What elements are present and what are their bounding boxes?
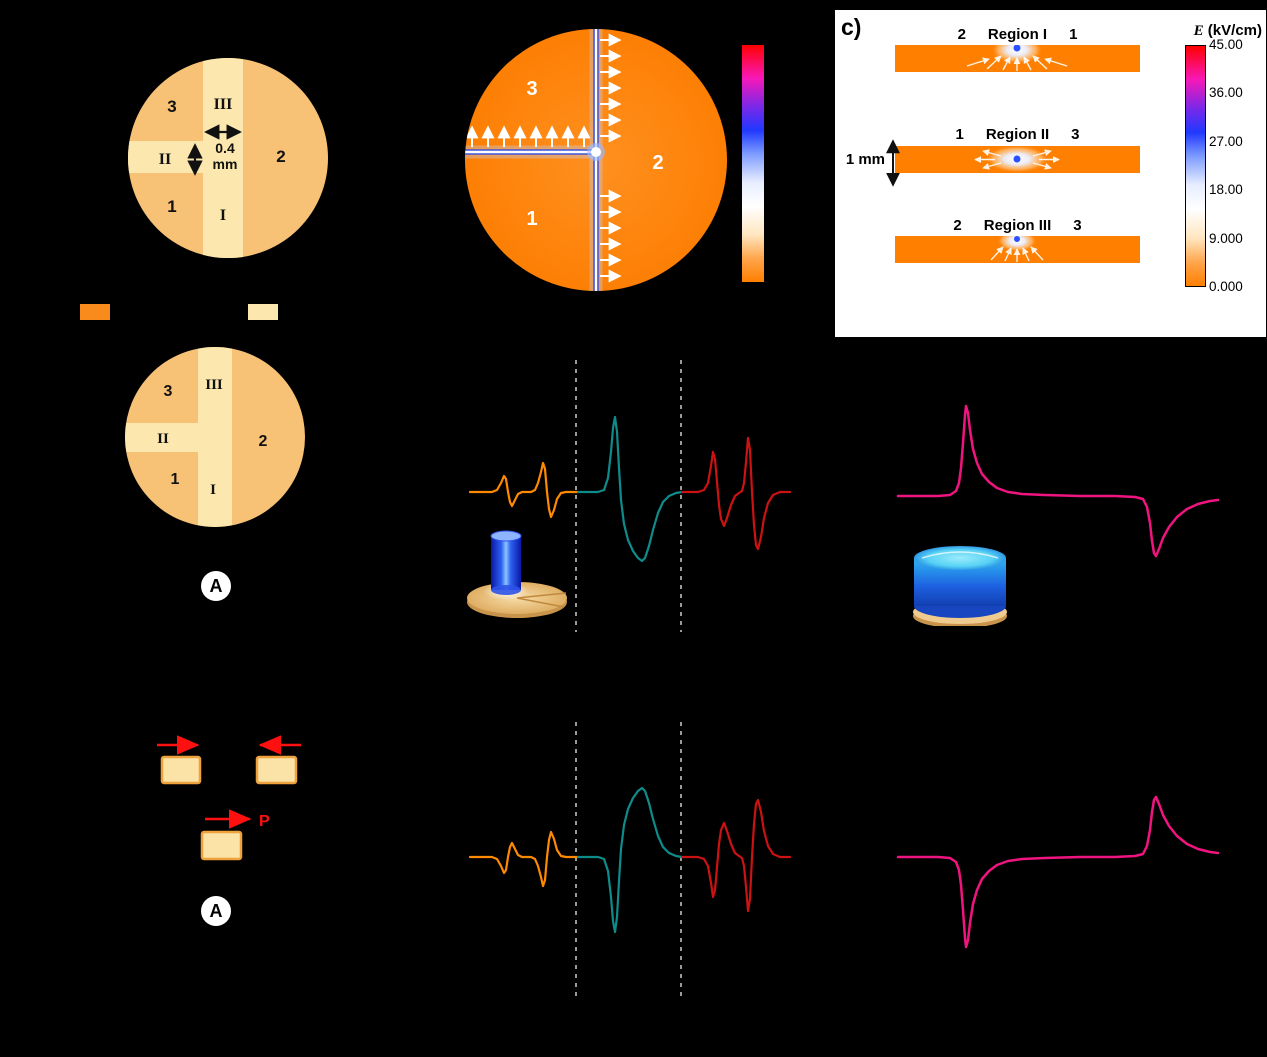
strip-1-right-num: 1 bbox=[1069, 26, 1078, 43]
region-III-label: III bbox=[205, 377, 223, 393]
cylinder-top bbox=[490, 530, 522, 542]
scale-unit: mm bbox=[213, 156, 238, 172]
strip-3-left-num: 2 bbox=[953, 217, 962, 234]
region-3-label: 3 bbox=[167, 97, 176, 116]
region-1-label: 1 bbox=[167, 197, 176, 216]
panel-field-simulation: 3 2 1 bbox=[465, 29, 727, 291]
sim-region-1-label: 1 bbox=[526, 208, 537, 230]
region-III-field-map bbox=[895, 236, 1140, 263]
strip-2-title: 1 Region II 3 bbox=[895, 126, 1140, 143]
blue-cylinder-top bbox=[914, 546, 1006, 570]
field-hotspot bbox=[1013, 45, 1021, 52]
field-symbol: E bbox=[1193, 23, 1204, 39]
strip-thickness-label: 1 mm bbox=[845, 151, 885, 168]
region-I-label: I bbox=[220, 207, 226, 224]
colorbar-tick-27: 27.00 bbox=[1209, 134, 1243, 149]
inset-full-disk-render bbox=[913, 546, 1007, 626]
region-2-label: 2 bbox=[276, 147, 285, 166]
field-arrows bbox=[990, 246, 1044, 262]
cylinder-body bbox=[491, 536, 521, 590]
strip-2-name: Region II bbox=[985, 126, 1050, 143]
thickness-scale-arrow bbox=[886, 139, 900, 187]
field-arrows bbox=[966, 55, 1068, 71]
region-2-label: 2 bbox=[259, 433, 268, 450]
strip-2-right-num: 3 bbox=[1071, 126, 1080, 143]
region-2-spectrum bbox=[576, 415, 684, 563]
disk-sector-cuts bbox=[516, 592, 567, 608]
strip-3-title: 2 Region III 3 bbox=[895, 217, 1140, 234]
region-3-spectrum-poled bbox=[680, 798, 792, 913]
strip-1-left-num: 2 bbox=[957, 26, 966, 43]
disk-regions bbox=[128, 58, 328, 258]
inset-sample-cylinder-render bbox=[467, 530, 567, 618]
strip-3-name: Region III bbox=[983, 217, 1052, 234]
colorbar-tick-9: 9.000 bbox=[1209, 231, 1243, 246]
region-3-label: 3 bbox=[164, 383, 173, 400]
colorbar-tick-45: 45.00 bbox=[1209, 37, 1243, 52]
panel-c-cross-sections: c) 2 Region I 1 1 Region II 3 bbox=[835, 10, 1266, 337]
region-1-label: 1 bbox=[171, 471, 180, 488]
sim-region-3-label: 3 bbox=[526, 78, 537, 100]
field-hotspot bbox=[1014, 236, 1020, 242]
region-II-label: II bbox=[159, 151, 171, 168]
region-3-spectrum bbox=[680, 436, 792, 551]
region-III-label: III bbox=[214, 96, 233, 113]
colorbar-tick-0: 0.000 bbox=[1209, 279, 1243, 294]
polarization-arrows bbox=[465, 33, 622, 283]
colorbar-title: E (kV/cm) bbox=[1082, 22, 1262, 40]
region-I-label: I bbox=[210, 482, 216, 498]
legend-swatch-orange bbox=[80, 304, 110, 320]
axis-letter: A bbox=[209, 575, 223, 596]
field-units: (kV/cm) bbox=[1203, 22, 1262, 39]
region-II-label: II bbox=[157, 431, 169, 447]
region-II-field-map bbox=[895, 146, 1140, 173]
colorbar-field bbox=[1185, 45, 1206, 287]
sim-region-2-label: 2 bbox=[652, 152, 663, 174]
scale-value: 0.4 bbox=[215, 140, 235, 156]
strip-1-name: Region I bbox=[987, 26, 1048, 43]
axis-letter: A bbox=[209, 900, 223, 921]
field-arrows bbox=[974, 149, 1060, 170]
strip-3-right-num: 3 bbox=[1073, 217, 1082, 234]
electrode-plates bbox=[160, 755, 298, 861]
panel-disk-schematic: 3 III 2 II 1 I 0.4 mm bbox=[128, 58, 328, 258]
region-I-field-map bbox=[895, 45, 1140, 72]
colorbar-simulation bbox=[742, 45, 764, 282]
panel-c-tag: c) bbox=[841, 14, 862, 40]
polarization-label: P bbox=[259, 813, 270, 830]
strip-1-title: 2 Region I 1 bbox=[895, 26, 1140, 43]
polarization-direction-arrows bbox=[157, 735, 301, 829]
region-1-spectrum-poled bbox=[468, 830, 580, 888]
region-1-spectrum bbox=[468, 461, 580, 519]
crystal-axis-marker-bottom: A bbox=[201, 896, 231, 926]
disk-regions bbox=[125, 347, 305, 527]
cylinder-base bbox=[491, 585, 521, 595]
panel-disk-schematic-2: 3 III 2 II 1 I bbox=[125, 347, 305, 527]
region-2-spectrum-poled bbox=[576, 786, 684, 934]
legend-swatch-pale bbox=[248, 304, 278, 320]
colorbar-tick-36: 36.00 bbox=[1209, 85, 1243, 100]
field-hotspot bbox=[591, 147, 601, 157]
poling-schematic: P bbox=[157, 735, 301, 861]
field-hotspot bbox=[1013, 155, 1021, 163]
full-disk-spectrum-poled bbox=[896, 795, 1220, 949]
colorbar-tick-18: 18.00 bbox=[1209, 182, 1243, 197]
strip-2-left-num: 1 bbox=[955, 126, 964, 143]
crystal-axis-marker-top: A bbox=[201, 571, 231, 601]
